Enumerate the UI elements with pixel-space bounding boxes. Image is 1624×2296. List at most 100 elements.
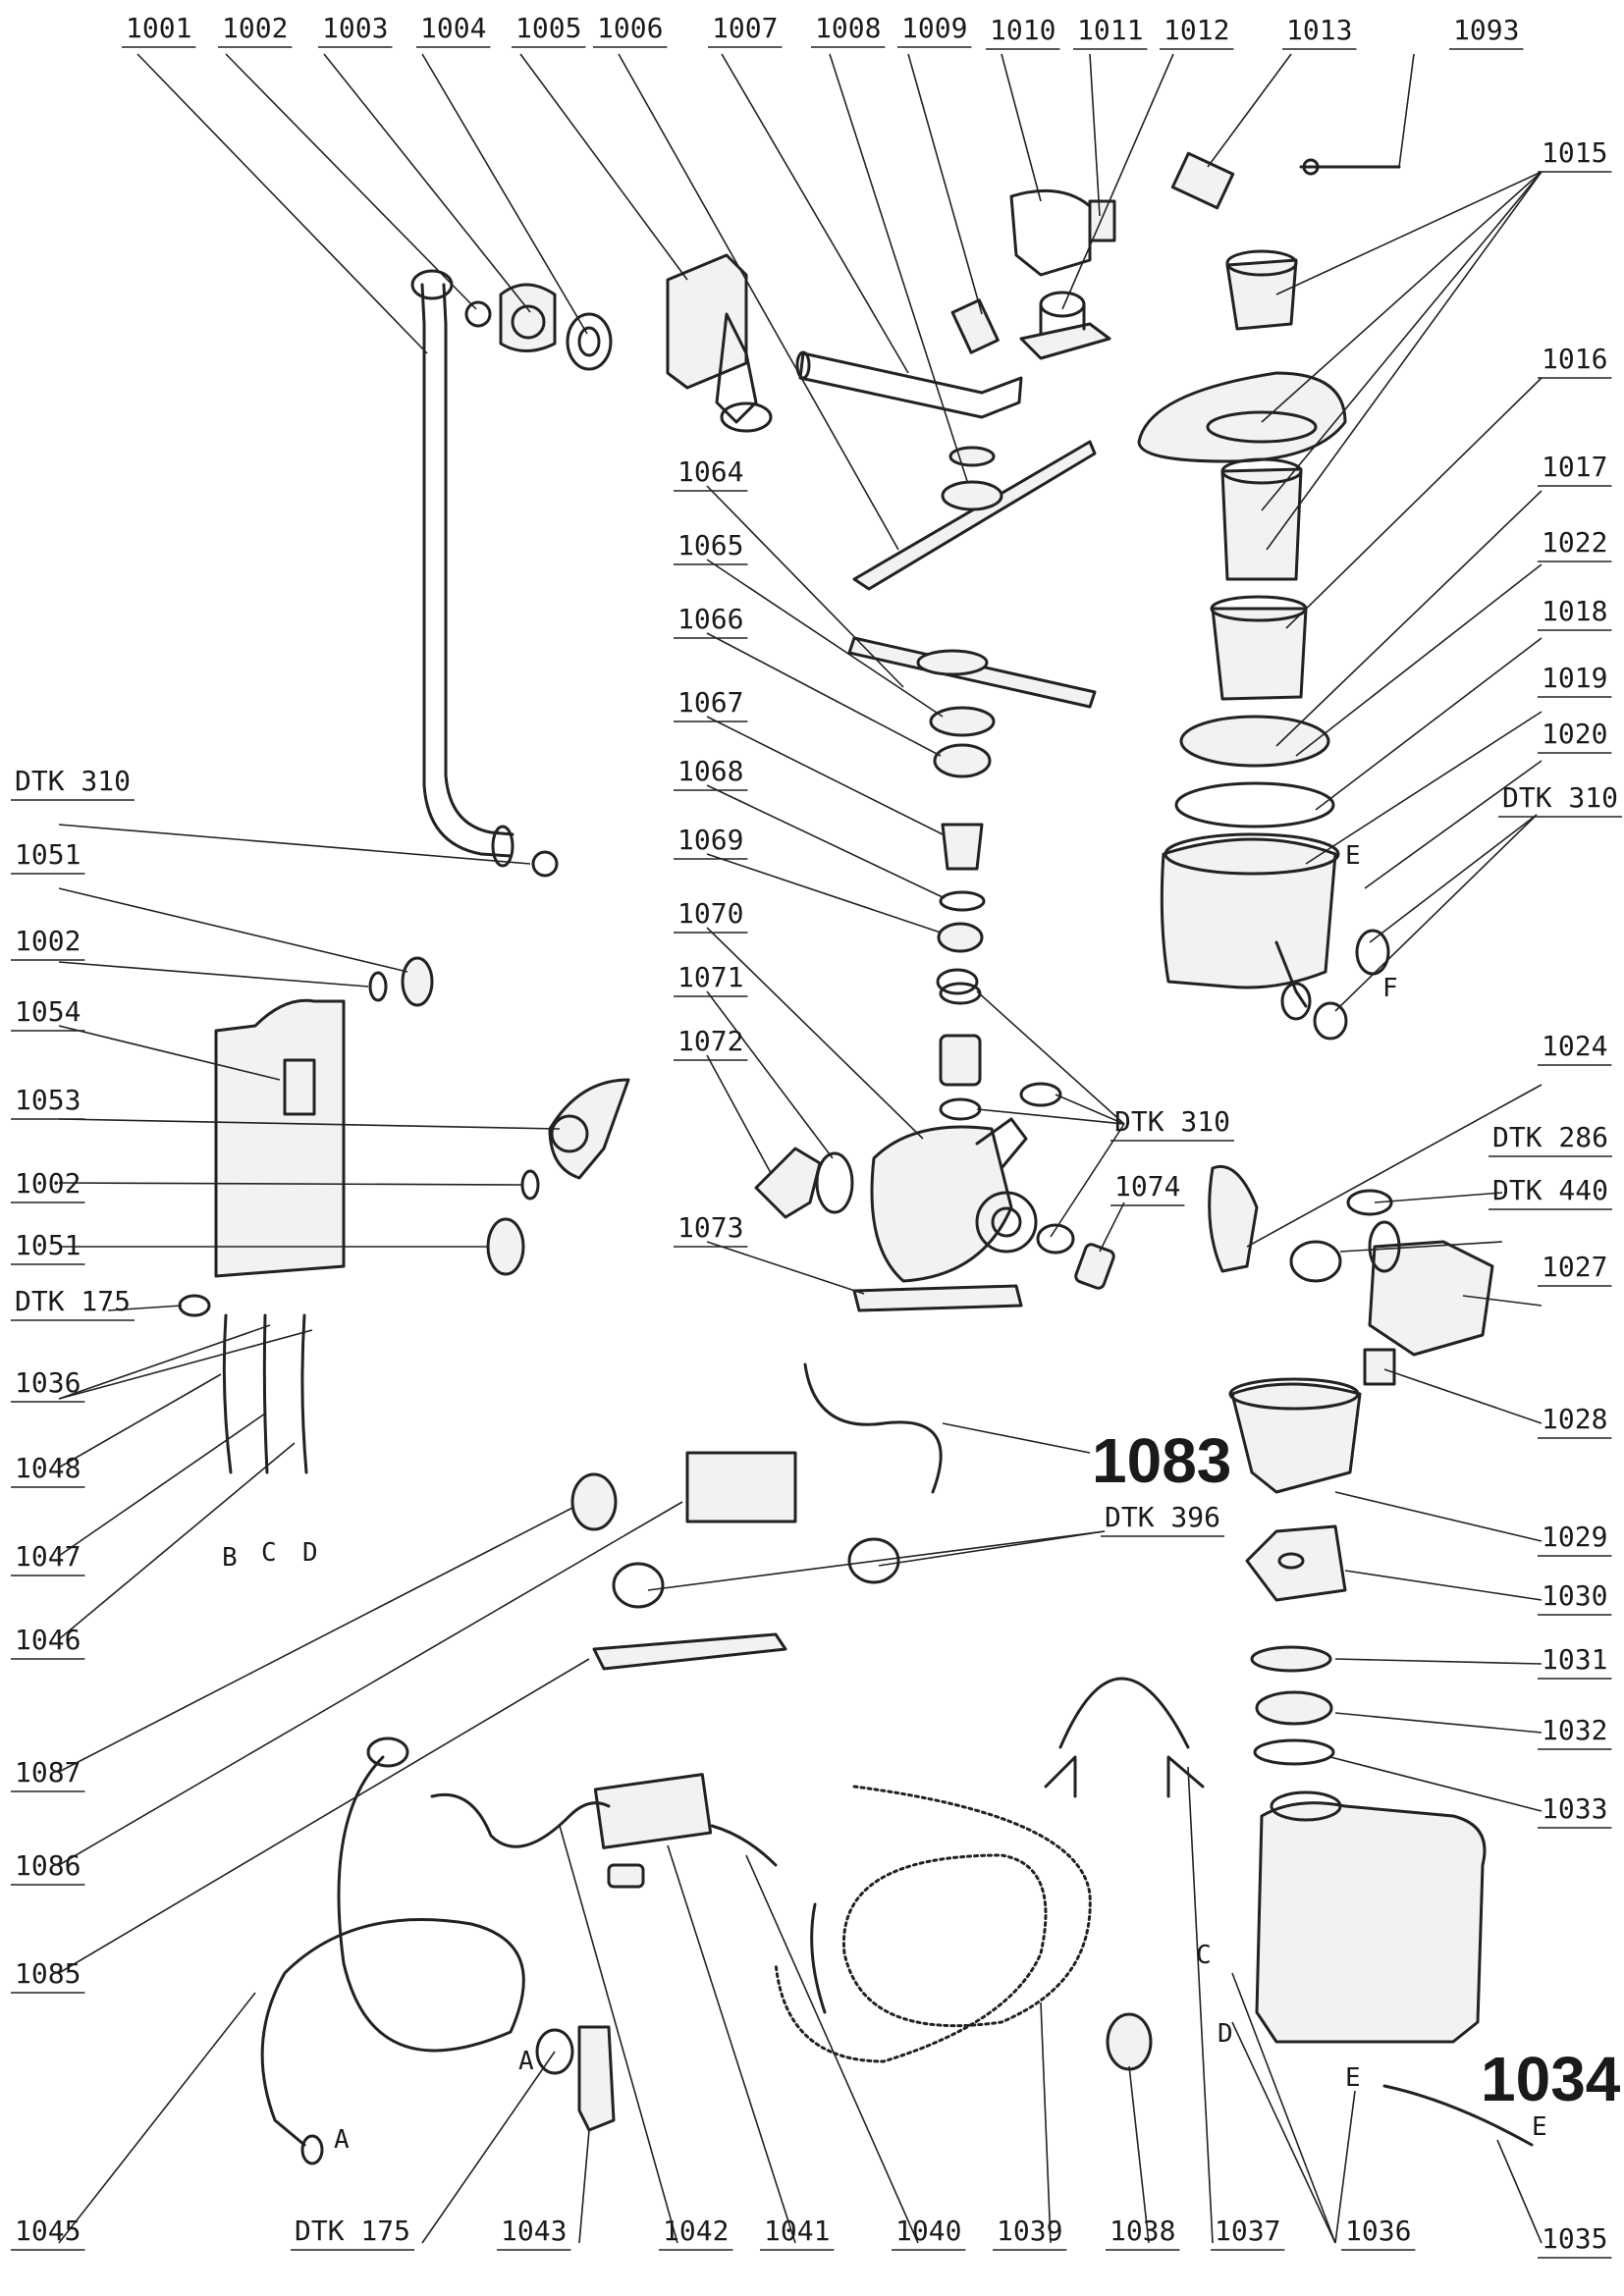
label-1048: 1048 [15, 1452, 81, 1484]
label-1011: 1011 [1077, 14, 1143, 46]
bottom-labels: 1045 DTK 175 1043 1042 1041 1040 1039 10… [11, 2215, 1416, 2251]
label-1007: 1007 [712, 12, 778, 44]
label-1028: 1028 [1542, 1403, 1607, 1435]
top-labels: 1001 1002 1003 1004 1005 1006 1007 1008 … [122, 12, 1524, 50]
part-1030 [1245, 1524, 1347, 1602]
label-1029: 1029 [1542, 1521, 1607, 1553]
label-1068: 1068 [677, 755, 743, 787]
label-1030: 1030 [1542, 1579, 1607, 1612]
hose-1035 [1382, 2084, 1534, 2147]
label-1071: 1071 [677, 961, 743, 993]
clip-1009 [950, 298, 1000, 354]
label-1005: 1005 [515, 12, 581, 44]
label-1010: 1010 [990, 14, 1056, 46]
letter-e: E [1345, 841, 1361, 871]
coupling [939, 1034, 982, 1087]
label-1003: 1003 [322, 12, 388, 44]
drain-hose-1039 [774, 1785, 1092, 2063]
micro-filter-1016 [1220, 467, 1303, 581]
inlet-hose-1045 [260, 1755, 525, 2147]
label-1012: 1012 [1164, 14, 1229, 46]
nozzle-1012 [1019, 291, 1111, 360]
part-1067 [941, 823, 984, 871]
nut-1065 [929, 706, 996, 737]
part-1066 [933, 743, 992, 778]
label-1024: 1024 [1542, 1030, 1607, 1062]
label-1019: 1019 [1542, 662, 1607, 694]
letter-c: C [261, 1538, 277, 1568]
label-1040: 1040 [895, 2215, 961, 2247]
filter-1017 [1211, 607, 1308, 701]
label-1018: 1018 [1542, 595, 1607, 627]
callout-1034: 1034 [1481, 2044, 1621, 2114]
label-1087: 1087 [15, 1756, 81, 1789]
label-1022: 1022 [1542, 526, 1607, 559]
callout-1083: 1083 [1092, 1425, 1231, 1496]
bushing-1038 [1106, 2012, 1153, 2071]
label-1067: 1067 [677, 686, 743, 719]
clip-1011 [1088, 199, 1116, 242]
label-1013: 1013 [1286, 14, 1352, 46]
ring-1068 [939, 890, 986, 912]
hose-1083 [803, 1362, 943, 1494]
label-1054: 1054 [15, 995, 81, 1028]
label-1074: 1074 [1114, 1170, 1180, 1202]
letter-a: A [334, 2125, 350, 2155]
clamp-dtk-175 [178, 1294, 211, 1317]
label-dtk-310: DTK 310 [15, 765, 131, 797]
sump-1019 [1160, 832, 1340, 1021]
label-1032: 1032 [1542, 1714, 1607, 1746]
connection-letters: E F B C D A A C D E E [222, 841, 1547, 2155]
label-1085: 1085 [15, 1957, 81, 1990]
bracket-1085 [592, 1632, 787, 1671]
clamp [1289, 1240, 1342, 1283]
label-1017: 1017 [1542, 451, 1607, 483]
ring-1022 [1179, 715, 1330, 768]
label-dtk-396: DTK 396 [1105, 1501, 1220, 1533]
label-1002: 1002 [15, 1167, 81, 1200]
label-dtk-310: DTK 310 [1502, 781, 1618, 814]
label-1020: 1020 [1542, 718, 1607, 750]
label-1031: 1031 [1542, 1643, 1607, 1676]
label-1036: 1036 [15, 1366, 81, 1399]
clamp-dtk-396 [612, 1562, 665, 1609]
leader-lines [58, 53, 1543, 2244]
clamp [1313, 1001, 1348, 1041]
hose-1072 [754, 1147, 822, 1219]
label-dtk-286: DTK 286 [1492, 1121, 1608, 1153]
label-dtk-440: DTK 440 [1492, 1174, 1608, 1206]
o-ring-1002 [368, 971, 388, 1002]
drain-pipe-1001 [410, 269, 514, 868]
circulation-pump-1070 [870, 1117, 1038, 1283]
label-dtk-310: DTK 310 [1114, 1105, 1230, 1138]
label-1073: 1073 [677, 1211, 743, 1244]
label-1093: 1093 [1453, 14, 1519, 46]
o-ring-1002 [520, 1169, 540, 1201]
seal-1051 [486, 1217, 525, 1276]
label-1015: 1015 [1542, 136, 1607, 169]
label-1009: 1009 [901, 12, 967, 44]
bearing-1004 [566, 312, 613, 371]
label-1069: 1069 [677, 824, 743, 856]
label-1016: 1016 [1542, 343, 1607, 375]
hose-1040 [810, 1902, 827, 2014]
seal-1071 [815, 1151, 854, 1214]
seal-1051 [401, 956, 434, 1007]
bracket-1073 [852, 1284, 1023, 1312]
label-dtk-175: DTK 175 [295, 2215, 410, 2247]
box-1086 [685, 1451, 797, 1523]
label-1004: 1004 [420, 12, 486, 44]
label-1051: 1051 [15, 838, 81, 871]
label-1066: 1066 [677, 603, 743, 635]
label-1033: 1033 [1542, 1792, 1607, 1825]
letter-b: B [222, 1543, 238, 1573]
cable-1042 [430, 1792, 611, 1848]
softener-1034 [1255, 1790, 1487, 2044]
label-1042: 1042 [663, 2215, 729, 2247]
washer-1008 [941, 480, 1003, 511]
coarse-filter-1015 [1225, 258, 1298, 331]
label-1037: 1037 [1215, 2215, 1280, 2247]
cap-1003 [499, 283, 557, 352]
label-1047: 1047 [15, 1540, 81, 1573]
label-dtk-175: DTK 175 [15, 1285, 131, 1317]
